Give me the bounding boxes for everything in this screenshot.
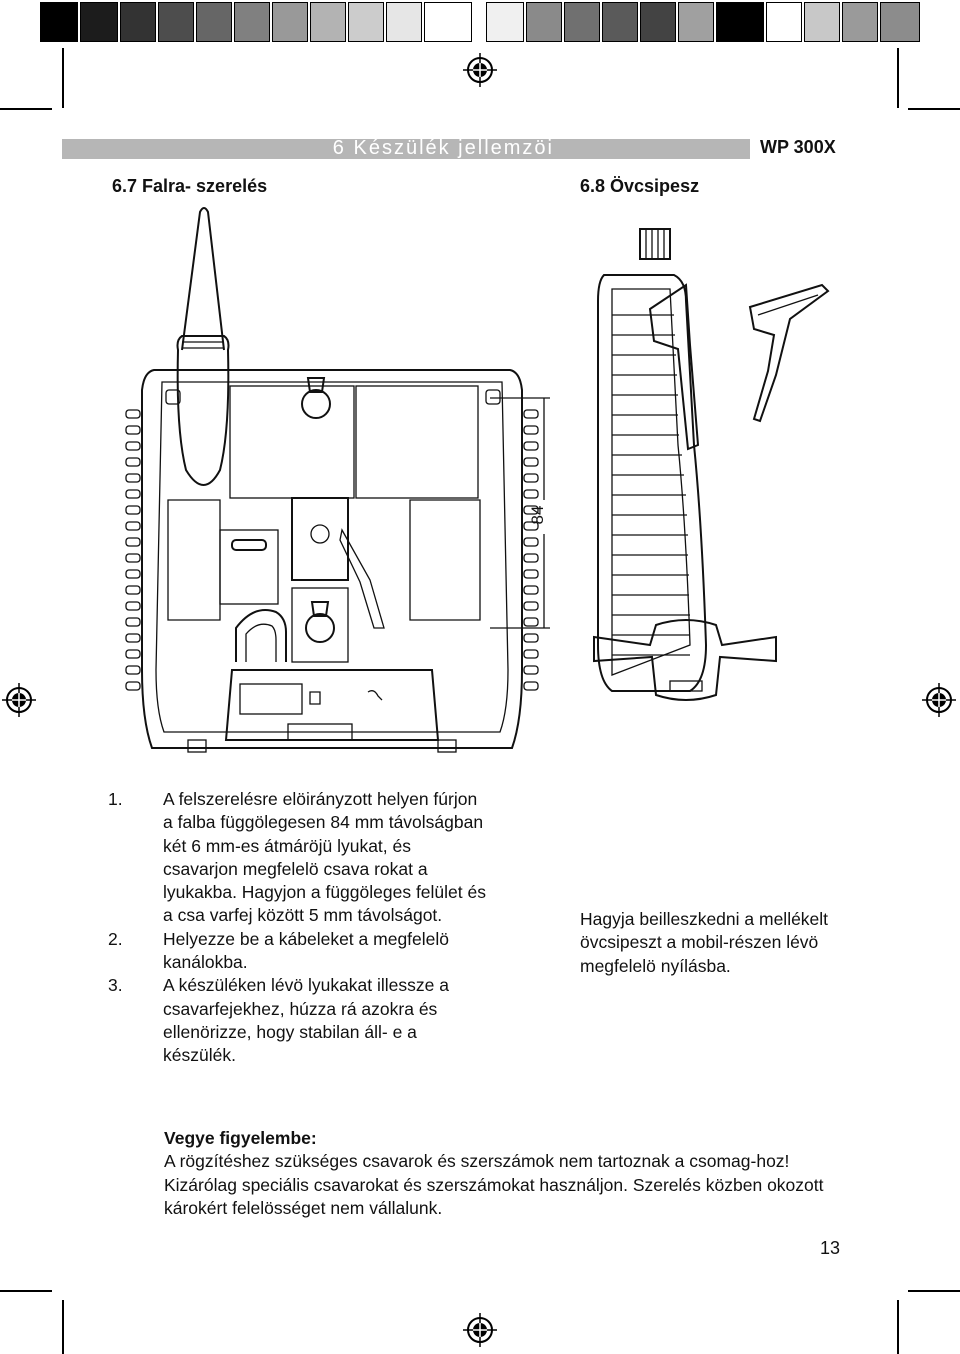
crop-mark [908, 108, 960, 110]
crop-mark [0, 1290, 52, 1292]
list-item: 2. Helyezze be a kábeleket a megfelelö k… [108, 928, 488, 975]
wall-mount-heading: 6.7 Falra- szerelés [112, 176, 268, 196]
belt-clip-heading: 6.8 Övcsipesz [580, 176, 700, 196]
step-number: 1. [108, 789, 123, 809]
color-swatch [526, 2, 562, 42]
color-swatch [80, 2, 118, 42]
note-text: A rögzítéshez szükséges csavarok és szer… [164, 1151, 824, 1218]
step-text: A készüléken lévö lyukakat illessze a cs… [163, 975, 449, 1066]
note-title: Vegye figyelembe: [164, 1128, 317, 1148]
note-block: Vegye figyelembe: A rögzítéshez szüksége… [164, 1127, 844, 1220]
color-swatch [804, 2, 840, 42]
color-swatch [424, 2, 472, 42]
instructions-list: 1. A felszerelésre elöirányzott helyen f… [108, 788, 488, 1068]
color-swatch [234, 2, 270, 42]
step-text: A felszerelésre elöirányzott helyen fúrj… [163, 789, 486, 926]
color-swatch [766, 2, 802, 42]
color-swatch [386, 2, 422, 42]
registration-mark-icon [463, 53, 497, 87]
color-swatch [272, 2, 308, 42]
base-station-back-figure [125, 207, 550, 753]
chapter-title: 6 Készülék jellemzöi [332, 137, 554, 159]
step-text: Helyezze be a kábeleket a megfelelö kaná… [163, 928, 450, 973]
color-swatch [564, 2, 600, 42]
color-swatch [602, 2, 638, 42]
belt-clip-text: Hagyja beilleszkedni a mellékelt övcsipe… [580, 909, 829, 976]
list-item: 3. A készüléken lévö lyukakat illessze a… [108, 974, 488, 1067]
chapter-header-bar [62, 139, 750, 159]
color-swatch [678, 2, 714, 42]
list-item: 1. A felszerelésre elöirányzott helyen f… [108, 788, 488, 928]
crop-mark [897, 48, 899, 108]
color-swatch [716, 2, 764, 42]
color-swatch [158, 2, 194, 42]
registration-mark-icon [922, 683, 956, 717]
crop-mark [908, 1290, 960, 1292]
registration-mark-icon [463, 1313, 497, 1347]
step-number: 2. [108, 928, 123, 949]
color-swatch [196, 2, 232, 42]
crop-mark [62, 48, 64, 108]
color-swatch [310, 2, 346, 42]
color-swatch [486, 2, 524, 42]
crop-mark [897, 1300, 899, 1354]
dimension-label: 84 [528, 505, 547, 525]
step-number: 3. [108, 975, 123, 996]
registration-mark-icon [2, 683, 36, 717]
color-swatch [40, 2, 78, 42]
crop-mark [0, 108, 52, 110]
color-swatch [120, 2, 156, 42]
crop-mark [62, 1300, 64, 1354]
handset-belt-clip-figure [593, 228, 830, 701]
page-number: 13 [820, 1238, 841, 1258]
color-swatch [880, 2, 920, 42]
model-name: WP 300X [760, 137, 836, 157]
color-swatch [842, 2, 878, 42]
color-swatch [348, 2, 384, 42]
color-swatch [640, 2, 676, 42]
